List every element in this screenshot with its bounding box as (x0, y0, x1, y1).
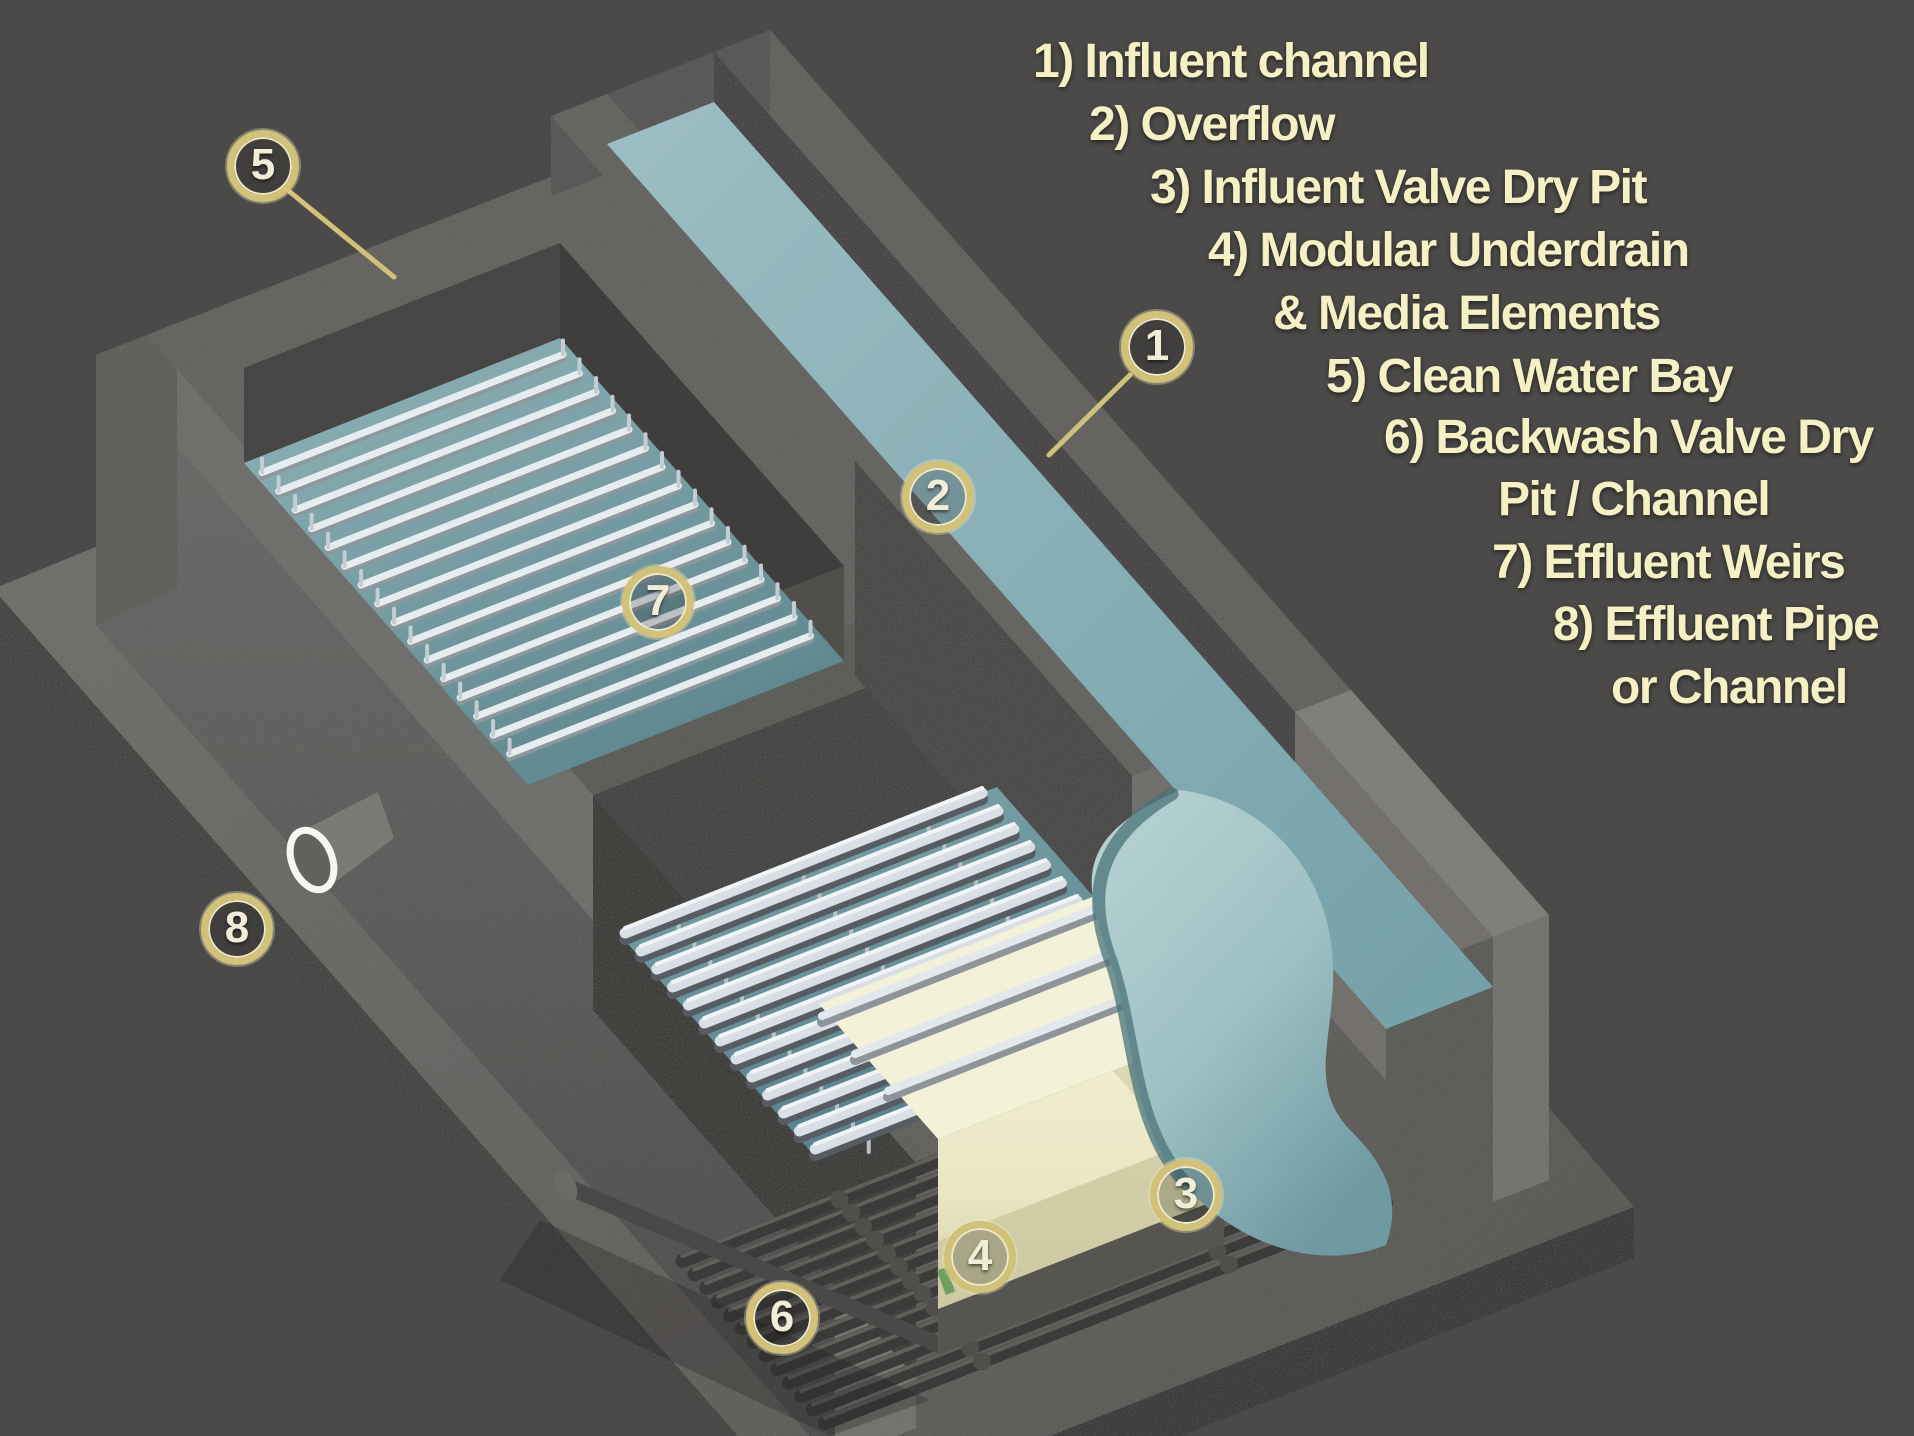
weir-trough (698, 877, 1067, 1029)
weir-shadow (698, 883, 1068, 1035)
weir-shadow (682, 865, 1052, 1017)
weir-trough (714, 895, 1083, 1047)
bay-pipe-shadow (258, 355, 567, 480)
manifold-flange (889, 1257, 908, 1276)
weir-trough (619, 787, 988, 939)
weir-trough (651, 823, 1020, 975)
collector-pipe-flange (554, 1169, 578, 1203)
bay-pipe (357, 463, 666, 589)
effluent-pipe (286, 792, 394, 894)
bay-pipe (374, 482, 682, 608)
bay-pipe-shadow (275, 373, 583, 499)
bay-pipe (390, 501, 699, 626)
bay-pipe-shadow (324, 430, 633, 555)
bay-pipe-shadow (308, 411, 616, 537)
weir-highlight (638, 804, 1000, 948)
weir-highlight (718, 894, 1080, 1038)
callout-leader-lines (287, 189, 1133, 458)
bay-pipe-shadow (341, 448, 649, 574)
manifold-flange (973, 1352, 992, 1371)
left-wall-outer-face (96, 355, 835, 1436)
manifold-flange (1219, 1255, 1238, 1274)
bay-pipe (423, 538, 732, 664)
media-block-plinth (938, 1197, 1224, 1355)
weir-trough (635, 805, 1004, 957)
bay-pipe (341, 444, 649, 570)
bay-pipe-shadow (374, 486, 682, 612)
bay-pipe-shadow (291, 392, 600, 518)
bay-pipe-shadow (407, 523, 715, 649)
weir-trough (667, 841, 1036, 993)
right-wall-end-face (1493, 915, 1549, 1202)
bay-pipe (489, 613, 798, 739)
bay-inner-end-face (244, 243, 560, 463)
water-sheet-body (1091, 790, 1393, 1256)
effluent-pipe-rim (286, 826, 338, 894)
cut-shadow (500, 1220, 930, 1436)
bay-pipe-shadow (423, 542, 732, 668)
weir-trough (682, 859, 1051, 1011)
channel-inner-wall-face (855, 461, 1132, 991)
weir-highlight (670, 840, 1032, 984)
manifold-flange (878, 1244, 896, 1263)
bay-pipe-shadow (440, 561, 748, 687)
bay-pipe-shadow (357, 467, 666, 593)
manifold-flange (913, 1284, 932, 1303)
weir-highlight (623, 786, 985, 930)
weir-shadow (666, 847, 1036, 999)
manifold-flange (901, 1271, 920, 1290)
weir-highlight (702, 876, 1064, 1020)
callout-leader-1 (1046, 372, 1133, 458)
manifold-flange (866, 1230, 885, 1249)
collector-pipe (558, 1178, 948, 1353)
callout-leader-5 (287, 189, 397, 280)
overflow-water-sheet (1091, 787, 1393, 1256)
weir-highlight (654, 822, 1016, 966)
base-slab-right-edge (1050, 1207, 1634, 1436)
manifold-flange (830, 1190, 849, 1209)
manifold-flange (842, 1203, 861, 1222)
bay-pipe (456, 576, 765, 701)
bay-pipe (506, 632, 814, 758)
bay-pipe (473, 594, 781, 720)
bay-pipe (440, 557, 748, 683)
bay-pipe (258, 351, 567, 476)
bay-pipe (308, 407, 616, 533)
weir-shadow (634, 811, 1004, 963)
influent-channel-water (607, 102, 1493, 1029)
bay-pipe-shadow (506, 636, 814, 762)
weir-shadow (650, 829, 1020, 981)
bay-pipe-shadow (456, 580, 765, 705)
bay-pipe-shadow (390, 505, 699, 630)
bay-pipe (291, 388, 600, 514)
right-wall-top (1295, 690, 1549, 937)
bay-weir-pipes (258, 338, 814, 762)
weir-shadow (619, 793, 989, 945)
bay-pipe (275, 369, 583, 495)
base-slab-front-edge (0, 596, 738, 1436)
weir-highlight (686, 858, 1048, 1002)
left-wall-apex-face (96, 323, 177, 625)
bay-inner-back-face (560, 243, 844, 661)
bay-pipe-shadow (473, 598, 781, 724)
bay-pipe (324, 426, 633, 551)
manifold-flange (854, 1217, 873, 1236)
bay-pipe-shadow (489, 617, 798, 743)
bay-pipe (407, 519, 715, 645)
water-sheet-edge (1092, 787, 1193, 1191)
clean-water-bay (244, 243, 844, 785)
